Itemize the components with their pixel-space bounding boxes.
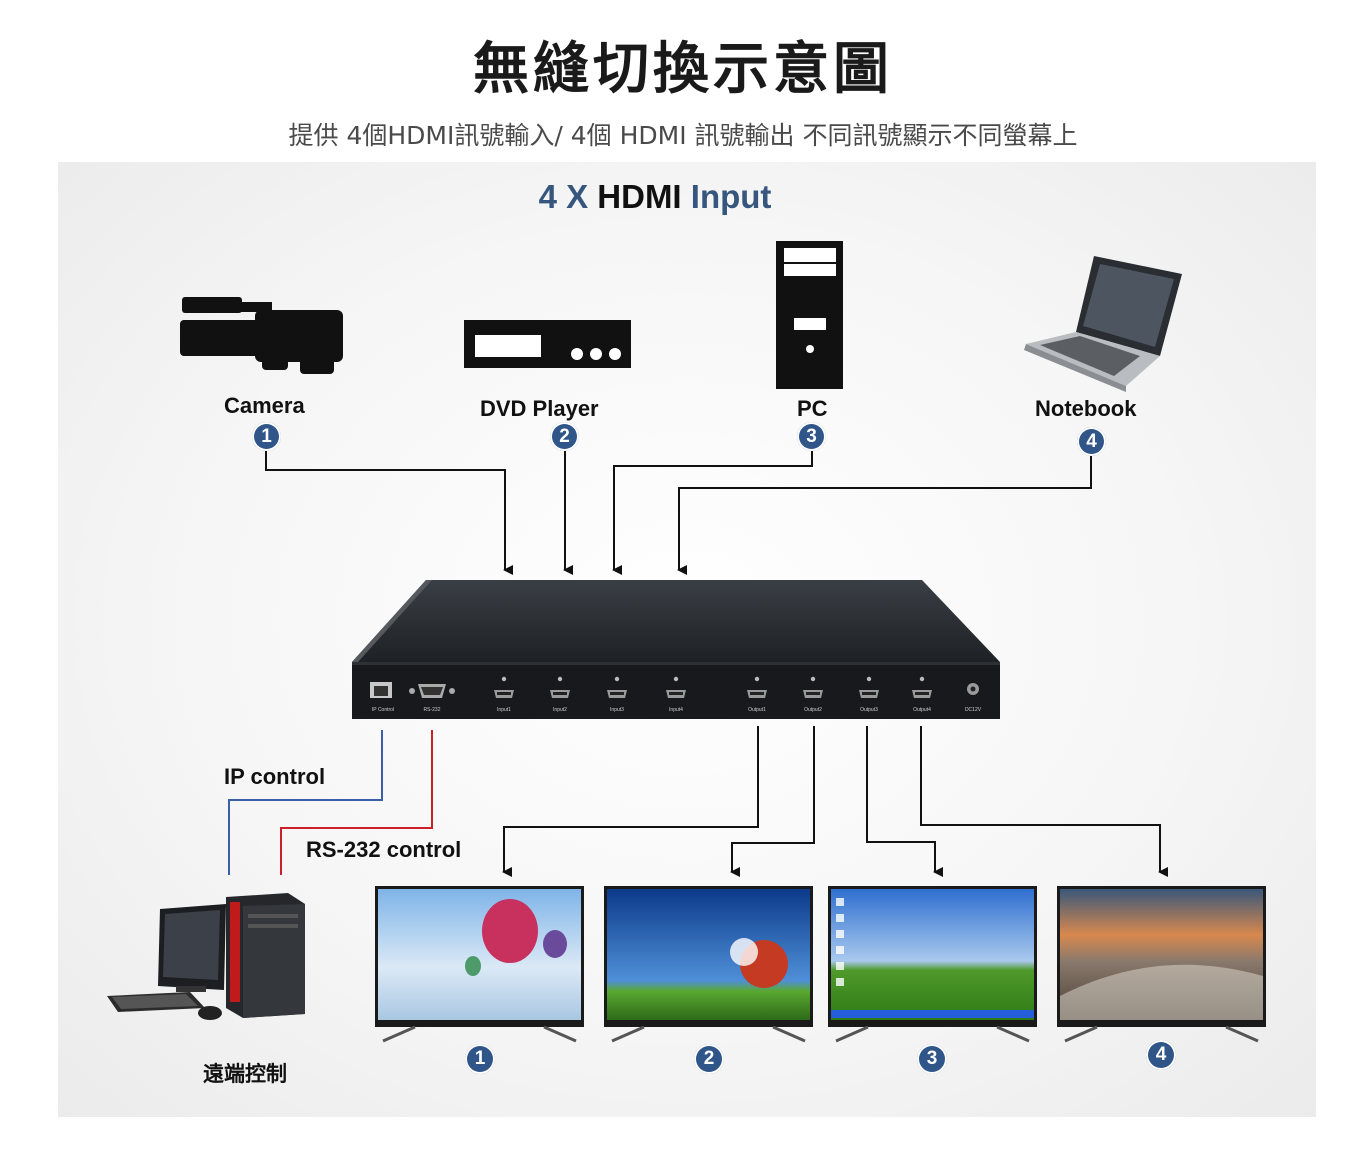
input-hdmi: HDMI [597,178,682,215]
source-label-camera: Camera [224,393,305,418]
page-subtitle: 提供 4個HDMI訊號輸入/ 4個 HDMI 訊號輸出 不同訊號顯示不同螢幕上 [288,121,1078,150]
page-title: 無縫切換示意圖 [473,37,893,102]
desktop-tower-icon [776,241,843,389]
rs232-port [409,684,455,698]
port-label: Output2 [804,707,822,713]
source-label-dvd: DVD Player [480,396,599,421]
hdmi-output-port [859,676,879,698]
hdmi-output-port [803,676,823,698]
rs232-control-label: RS-232 control [306,837,462,862]
hdmi-output-port [747,676,767,698]
port-label: Input4 [669,707,683,713]
source-label-notebook: Notebook [1035,396,1137,421]
balloon [465,956,481,976]
video-camera-icon [180,297,343,374]
laptop-icon [1024,256,1182,392]
input-count: 4 X [538,178,589,215]
port-label: IP Control [372,707,394,713]
port-label: Output4 [913,707,931,713]
source-badge-1: 1 [252,422,281,451]
source-badge-3: 3 [797,422,826,451]
hdmi-input-port [494,676,514,698]
input-header: 4 X HDMI Input [0,178,1310,216]
hdmi-input-port [550,676,570,698]
ip-control-label: IP control [224,764,326,789]
port-label: DC12V [965,707,982,713]
remote-control-label: 遠端控制 [203,1062,287,1086]
input-word: Input [690,178,772,215]
dvd-player-icon [464,320,631,368]
port-label: Output1 [748,707,766,713]
display-tv-2 [604,886,813,1043]
control-computer-icon [107,893,305,1020]
hdmi-input-port [607,676,627,698]
source-badge-2: 2 [550,422,579,451]
input-lines [265,448,1092,575]
display-tv-3 [828,886,1037,1043]
output-lines [502,726,1168,877]
display-tv-4 [1057,886,1266,1043]
hdmi-output-port [912,676,932,698]
port-label: RS-232 [424,707,441,713]
balloon [482,899,538,963]
display-badge-4: 4 [1146,1040,1176,1070]
source-label-pc: PC [797,396,828,421]
display-badge-2: 2 [694,1044,724,1074]
taskbar [831,1010,1034,1018]
hdmi-input-port [666,676,686,698]
display-badge-1: 1 [465,1044,495,1074]
control-lines [228,730,433,875]
balloon [543,930,567,958]
port-label: Input2 [553,707,567,713]
display-tv-1 [375,886,584,1043]
hdmi-matrix-switcher: IP Control RS-232 Input1 Input2 Input3 Input4… [352,580,1000,719]
port-label: Input1 [497,707,511,713]
port-label: Output3 [860,707,878,713]
source-badge-4: 4 [1077,427,1106,456]
display-badge-3: 3 [917,1044,947,1074]
port-label: Input3 [610,707,624,713]
